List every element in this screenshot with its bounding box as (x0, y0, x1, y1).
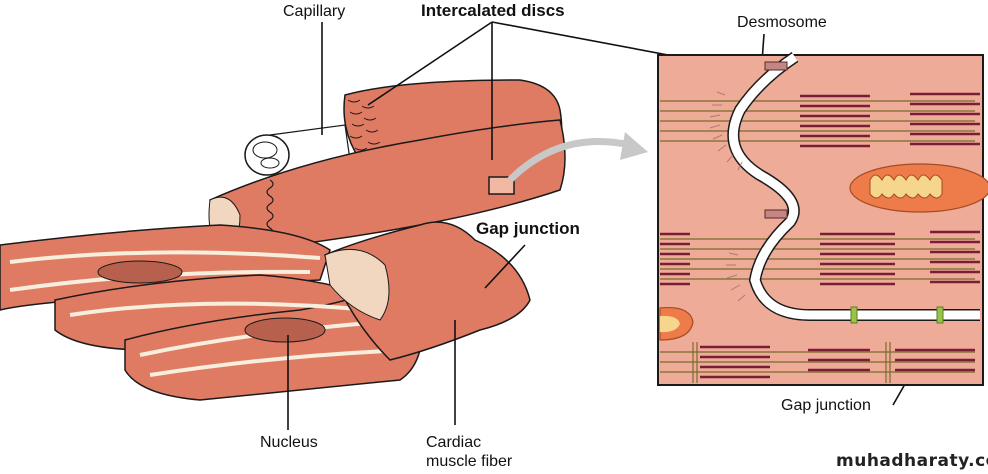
gap-junction-channel-2 (936, 306, 944, 324)
inset-frame (657, 54, 984, 386)
label-capillary: Capillary (283, 3, 346, 20)
desmosome-fibrils (709, 91, 746, 302)
label-nucleus: Nucleus (260, 434, 318, 451)
capillary-vessel (244, 124, 351, 176)
magnify-arrow-head (620, 132, 648, 160)
label-gap-junction-left: Gap junction (476, 219, 580, 238)
label-cardiac-muscle-fiber-line1: Cardiac (426, 434, 482, 451)
nucleus-upper (97, 260, 183, 284)
cardiac-fiber-right (324, 221, 531, 361)
label-desmosome: Desmosome (737, 14, 827, 31)
magnify-arrow (507, 138, 631, 183)
mitochondrion-right (849, 163, 988, 213)
label-gap-junction-right: Gap junction (781, 397, 871, 414)
myofilament-bundles (660, 92, 980, 383)
muscle-fiber-illustration (0, 79, 648, 401)
nucleus-lower (244, 317, 326, 343)
intercalated-disc-end (347, 99, 381, 151)
desmosome-lower (764, 209, 788, 219)
cardiac-fiber-cross-section (324, 248, 390, 321)
magnified-region-box (488, 176, 515, 195)
mitochondrion-left (659, 306, 694, 341)
desmosome-upper (764, 61, 788, 71)
label-intercalated-discs: Intercalated discs (421, 1, 565, 20)
label-cardiac-muscle-fiber-line2: muscle fiber (426, 453, 513, 470)
magnified-inset (657, 51, 988, 386)
intercalated-disc-wave (266, 179, 274, 237)
gap-junction-channel-1 (850, 306, 858, 324)
watermark: muhadharaty.com (836, 451, 988, 471)
